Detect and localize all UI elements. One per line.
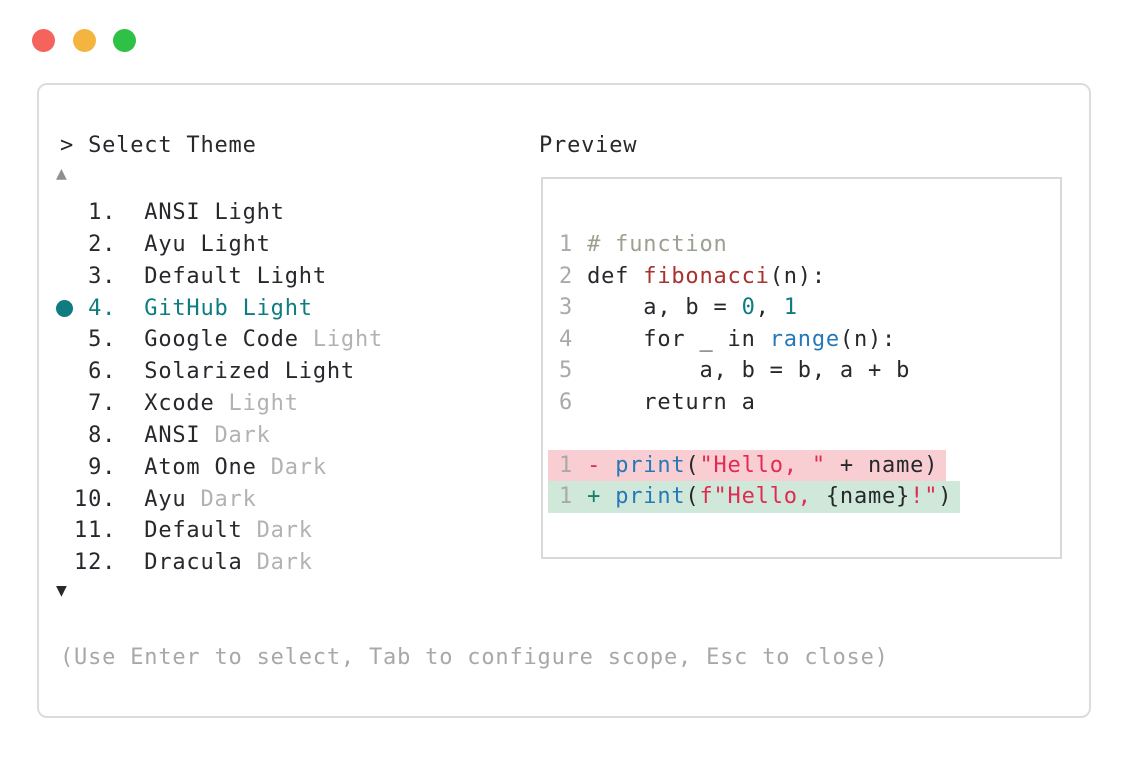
code-token: a, b = b, a + b <box>587 358 911 383</box>
theme-item-9[interactable]: 9. Atom One Dark <box>60 452 383 484</box>
theme-item-7[interactable]: 7. Xcode Light <box>60 388 383 420</box>
theme-item-variant: Dark <box>270 454 327 480</box>
theme-item-label: 7. Xcode <box>60 391 229 417</box>
code-token: a, b = <box>587 295 742 320</box>
preview-label: Preview <box>539 133 638 158</box>
diff-line-2: 1 + print(f"Hello, {name}!") <box>548 481 961 513</box>
code-token: !" <box>910 484 939 509</box>
theme-item-4[interactable]: 4. GitHub Light <box>60 293 383 325</box>
theme-item-label: 2. Ayu <box>60 231 201 257</box>
theme-selector-window: > Select Theme Preview ▲ 1. ANSI Light 2… <box>37 83 1091 718</box>
code-line-2: 2 def fibonacci(n): <box>548 261 834 293</box>
code-token: print <box>615 452 686 478</box>
theme-item-label: 5. Google Code <box>60 327 313 353</box>
theme-item-variant: Light <box>312 327 384 353</box>
theme-item-5[interactable]: 5. Google Code Light <box>60 324 383 356</box>
code-token: 1 <box>559 232 588 257</box>
theme-item-11[interactable]: 11. Default Dark <box>60 515 383 547</box>
code-token: def <box>587 263 644 289</box>
code-line-6: 6 return a <box>548 387 764 419</box>
code-token: 5 <box>559 358 588 383</box>
code-token: "Hello, " <box>699 452 826 478</box>
theme-item-variant: Light <box>228 391 299 417</box>
theme-item-variant: Dark <box>200 486 257 512</box>
theme-item-label: 10. Ayu <box>60 486 201 512</box>
theme-item-8[interactable]: 8. ANSI Dark <box>60 420 383 452</box>
theme-item-label: 11. Default <box>60 518 257 544</box>
code-token: {name} <box>825 484 911 509</box>
theme-item-variant: Light <box>242 295 313 321</box>
select-theme-prompt: > Select Theme <box>60 133 257 158</box>
code-token: 3 <box>559 295 588 320</box>
code-token: 1 <box>559 484 588 509</box>
code-token: ) <box>938 484 953 509</box>
keyboard-hint: (Use Enter to select, Tab to configure s… <box>60 645 889 670</box>
code-token: ) <box>924 452 939 478</box>
close-button[interactable] <box>32 29 55 52</box>
theme-item-6[interactable]: 6. Solarized Light <box>60 356 383 388</box>
theme-item-variant: Dark <box>256 518 313 544</box>
code-token: # function <box>587 232 728 257</box>
theme-item-variant: Light <box>284 359 355 385</box>
theme-item-label: 1. ANSI <box>60 200 215 225</box>
code-token: (n): <box>769 263 826 289</box>
code-token: ( <box>685 484 700 509</box>
theme-item-label: 3. Default <box>60 263 257 289</box>
theme-item-label: 9. Atom One <box>60 454 271 480</box>
code-token: range <box>769 326 840 352</box>
code-token: , <box>755 295 784 320</box>
theme-item-label: 12. Dracula <box>60 550 257 576</box>
theme-item-3[interactable]: 3. Default Light <box>60 261 383 293</box>
code-token: 2 <box>559 263 588 289</box>
theme-item-label: 4. GitHub <box>60 295 243 321</box>
theme-item-2[interactable]: 2. Ayu Light <box>60 229 383 261</box>
theme-item-1[interactable]: 1. ANSI Light <box>60 197 383 229</box>
code-line-7 <box>548 418 567 450</box>
code-token: + <box>587 484 616 509</box>
code-token: fibonacci <box>643 263 770 289</box>
theme-item-label: 8. ANSI <box>60 422 215 448</box>
code-token: print <box>615 484 686 509</box>
code-token: 4 <box>559 326 588 352</box>
code-token: 1 <box>559 452 588 478</box>
scroll-up-icon[interactable]: ▲ <box>56 163 67 184</box>
code-line-1: 1 # function <box>548 229 736 261</box>
scroll-down-icon[interactable]: ▼ <box>56 580 67 601</box>
code-token: ( <box>685 452 700 478</box>
theme-item-10[interactable]: 10. Ayu Dark <box>60 484 383 516</box>
code-token: return a <box>587 389 756 415</box>
code-token: f"Hello, <box>699 484 826 509</box>
code-token: 6 <box>559 389 588 415</box>
minimize-button[interactable] <box>73 29 96 52</box>
theme-item-variant: Light <box>214 200 285 225</box>
selected-item-bullet <box>56 300 73 317</box>
theme-item-variant: Dark <box>214 422 271 448</box>
code-token: (n): <box>839 326 897 352</box>
code-token: 0 <box>741 295 756 320</box>
code-line-5: 5 a, b = b, a + b <box>548 355 918 387</box>
code-line-4: 4 for _ in range(n): <box>548 324 904 356</box>
theme-item-12[interactable]: 12. Dracula Dark <box>60 547 383 579</box>
theme-item-variant: Light <box>200 231 271 257</box>
theme-item-label: 6. Solarized <box>60 359 285 385</box>
theme-item-variant: Dark <box>256 550 313 576</box>
diff-line-1: 1 - print("Hello, " + name) <box>548 449 947 481</box>
code-token: 1 <box>783 295 798 320</box>
code-token: + name <box>825 452 925 478</box>
theme-list: 1. ANSI Light 2. Ayu Light 3. Default Li… <box>60 197 383 579</box>
zoom-button[interactable] <box>113 29 136 52</box>
theme-item-variant: Light <box>256 263 327 289</box>
code-token: for _ in <box>587 326 770 352</box>
code-token: - <box>587 452 616 478</box>
code-line-3: 3 a, b = 0, 1 <box>548 292 806 324</box>
